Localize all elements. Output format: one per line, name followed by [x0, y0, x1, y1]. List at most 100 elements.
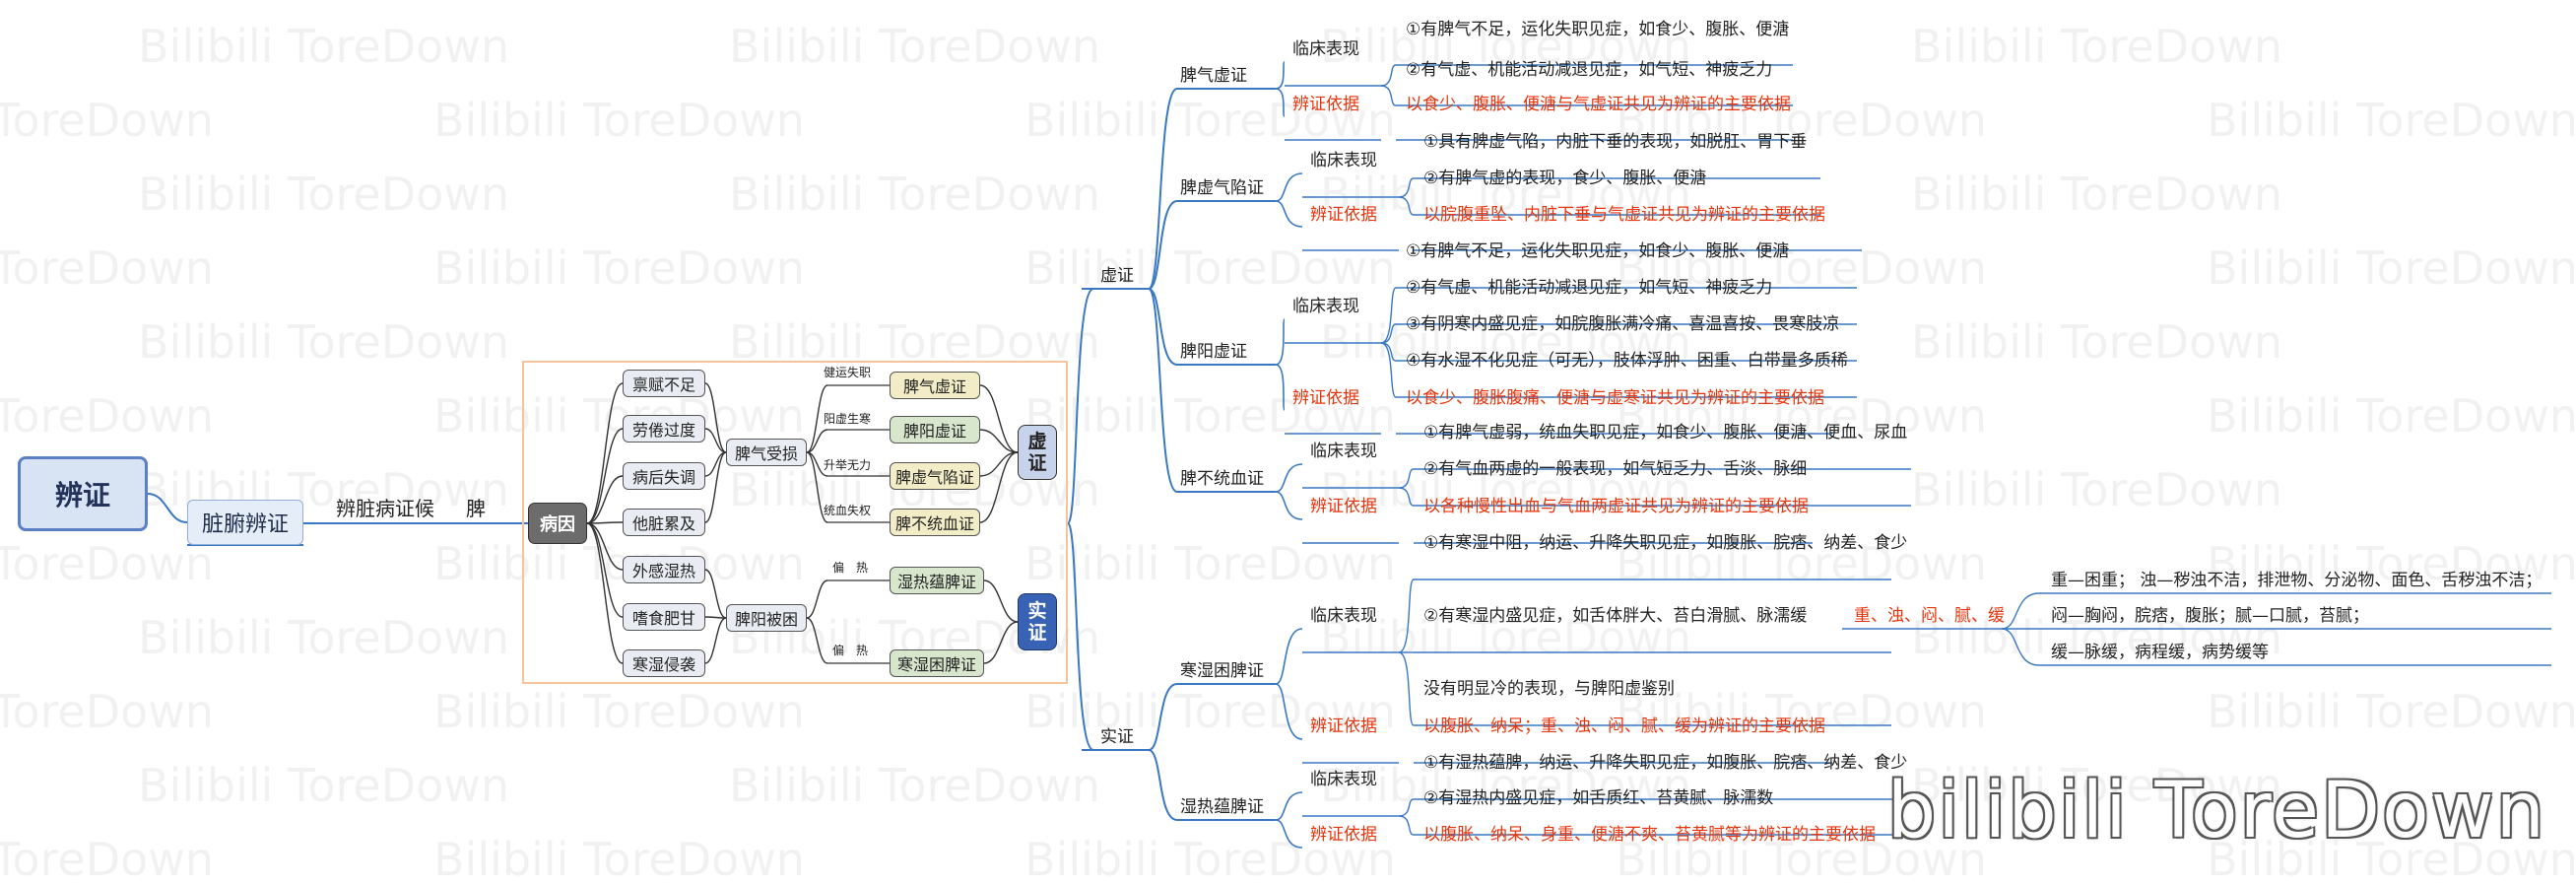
- cause-item[interactable]: 他脏累及: [623, 509, 705, 536]
- cause-item[interactable]: 外感湿热: [623, 556, 705, 583]
- clinical-item: ②有气血两虚的一般表现，如气短乏力、舌淡、脉细: [1423, 459, 1808, 479]
- cause-item[interactable]: 劳倦过度: [623, 415, 705, 443]
- mechanism-label: 脾气受损: [734, 444, 798, 463]
- connector: [806, 384, 828, 453]
- connector: [1380, 85, 1397, 106]
- edge-label: 阳虚生寒: [824, 412, 872, 426]
- connector: [1398, 196, 1415, 216]
- watermark-text: Bilibili ToreDown: [1024, 685, 1397, 738]
- watermark-text: Bilibili ToreDown: [0, 241, 215, 295]
- watermark-text: Bilibili ToreDown: [1911, 759, 2283, 812]
- root-node[interactable]: 辨证: [18, 456, 148, 531]
- clinical-item: ②有气虚、机能活动减退见症，如气短、神疲乏力: [1406, 278, 1773, 298]
- basis-label: 辨证依据: [1310, 716, 1377, 736]
- connector: [1275, 463, 1303, 493]
- key-detail: 闷—胸闷，脘痞，腹胀；腻—口腻，苔腻；: [2051, 606, 2369, 626]
- syndrome-node[interactable]: 寒湿困脾证: [1180, 661, 1264, 681]
- xu-zheng-badge[interactable]: 虚 证: [1018, 425, 1057, 480]
- connector-lines: [147, 61, 2551, 849]
- spleen-label: 脾: [466, 497, 486, 520]
- basis-text: 以食少、腹胀、便溏与气虚证共见为辨证的主要依据: [1406, 95, 1791, 114]
- mechanism-qi-damage[interactable]: 脾气受损: [726, 439, 807, 466]
- connector: [1380, 323, 1397, 344]
- basis-label: 辨证依据: [1310, 497, 1377, 516]
- connector: [1275, 318, 1286, 366]
- xu-result-label: 脾气虚证: [902, 377, 966, 396]
- cause-item[interactable]: 禀赋不足: [623, 370, 705, 397]
- watermark-text: Bilibili ToreDown: [138, 759, 510, 812]
- badge-char: 实: [1027, 600, 1047, 622]
- connector: [1380, 287, 1397, 344]
- basis-text: 以各种慢性出血与气血两虚证共见为辨证的主要依据: [1423, 497, 1809, 516]
- cause-label: 嗜食肥甘: [631, 609, 695, 628]
- basis-label: 辨证依据: [1292, 95, 1359, 114]
- connector: [806, 579, 828, 619]
- cause-label: 他脏累及: [631, 514, 695, 533]
- cause-item[interactable]: 嗜食肥甘: [623, 603, 705, 631]
- connector: [1380, 342, 1397, 398]
- badge-char: 证: [1027, 452, 1047, 474]
- clinical-label: 临床表现: [1292, 297, 1359, 316]
- clinical-label: 临床表现: [1310, 151, 1377, 170]
- root-title: 辨证: [54, 479, 110, 511]
- cause-center-node[interactable]: 病因: [528, 503, 587, 544]
- mechanism-yang-trapped[interactable]: 脾阳被困: [726, 604, 807, 632]
- connector: [2001, 628, 2040, 666]
- watermark-text: Bilibili ToreDown: [2207, 537, 2576, 590]
- watermark-text: Bilibili ToreDown: [433, 94, 806, 147]
- xu-zheng-node[interactable]: 虚证: [1100, 266, 1134, 286]
- connector: [586, 475, 624, 524]
- shi-zheng-node[interactable]: 实证: [1100, 727, 1134, 747]
- shi-zheng-badge[interactable]: 实 证: [1018, 593, 1057, 650]
- syndrome-node[interactable]: 脾阳虚证: [1180, 342, 1247, 362]
- connector: [1148, 288, 1178, 493]
- connector: [1275, 172, 1303, 202]
- watermark-text: Bilibili ToreDown: [0, 537, 215, 590]
- basis-label: 辨证依据: [1310, 205, 1377, 225]
- shi-result[interactable]: 寒湿困脾证: [890, 649, 984, 677]
- watermark-text: Bilibili ToreDown: [2207, 685, 2576, 738]
- cause-label: 劳倦过度: [631, 421, 695, 440]
- syndrome-node[interactable]: 脾虚气陷证: [1180, 178, 1264, 198]
- connector: [1275, 628, 1303, 685]
- cause-item[interactable]: 寒湿侵袭: [623, 649, 705, 677]
- clinical-item: ②有脾气虚的表现，食少、腹胀、便溏: [1423, 169, 1707, 188]
- connector: [704, 428, 727, 453]
- edge-label: 偏 热: [832, 561, 869, 575]
- connector: [586, 522, 624, 664]
- basis-text: 以脘腹重坠、内脏下垂与气虚证共见为辨证的主要依据: [1423, 205, 1825, 225]
- syndrome-node[interactable]: 脾气虚证: [1180, 66, 1247, 86]
- connector: [1148, 288, 1178, 366]
- shi-result[interactable]: 湿热蕴脾证: [890, 567, 984, 594]
- watermark-text: Bilibili ToreDown: [1320, 20, 1692, 73]
- connector: [1275, 61, 1286, 90]
- connector: [1275, 683, 1303, 740]
- basis-label: 辨证依据: [1292, 388, 1359, 408]
- basis-label: 辨证依据: [1310, 825, 1377, 845]
- connector: [1380, 64, 1397, 87]
- clinical-label: 临床表现: [1292, 39, 1359, 59]
- cause-label: 病后失调: [631, 468, 695, 487]
- xu-result[interactable]: 脾不统血证: [890, 509, 980, 536]
- clinical-item: ①有脾气虚弱，统血失职见症，如食少、腹胀、便溏、便血、尿血: [1423, 423, 1908, 443]
- connector: [704, 382, 727, 453]
- edge-label: 健运失职: [824, 366, 872, 379]
- watermark-text: Bilibili ToreDown: [1911, 20, 2283, 73]
- syndrome-node[interactable]: 脾不统血证: [1180, 469, 1264, 489]
- clinical-item: ①有湿热蕴脾，纳运、升降失职见症，如腹胀、脘痞、纳差、食少: [1423, 753, 1908, 773]
- connector: [1148, 749, 1178, 821]
- bian-zang-label: 辨脏病证候: [336, 497, 434, 520]
- xu-result[interactable]: 脾阳虚证: [890, 416, 980, 443]
- connector: [983, 621, 1019, 664]
- connector: [704, 569, 727, 619]
- xu-result[interactable]: 脾气虚证: [890, 372, 980, 399]
- mechanism-label: 脾阳被困: [734, 610, 798, 629]
- clinical-item: 没有明显冷的表现，与脾阳虚鉴别: [1423, 679, 1675, 699]
- zangfu-node[interactable]: 脏腑辨证: [187, 500, 303, 545]
- xu-result[interactable]: 脾虚气陷证: [890, 462, 980, 490]
- watermark-text: Bilibili ToreDown: [0, 389, 215, 443]
- connector: [1275, 791, 1303, 821]
- syndrome-node[interactable]: 湿热蕴脾证: [1180, 797, 1264, 817]
- connector: [979, 429, 1019, 453]
- cause-item[interactable]: 病后失调: [623, 462, 705, 490]
